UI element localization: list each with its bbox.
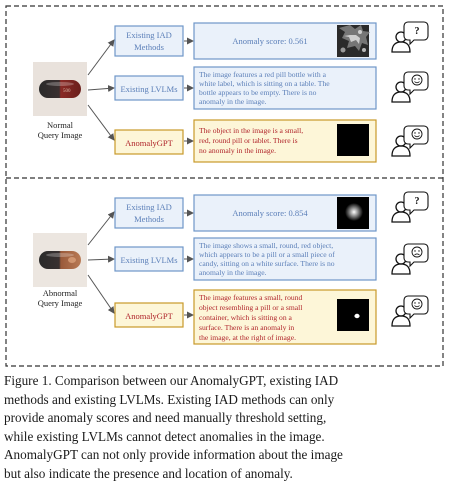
user-reaction-happy — [391, 71, 429, 103]
output-text: bottle appears to be empty. There is no — [199, 88, 317, 97]
method-box-anomalygpt — [114, 129, 184, 155]
anomaly-map-abnormal-iad — [337, 197, 369, 229]
abnormal-query-label-2: Query Image — [38, 298, 83, 308]
caption-line: provide anomaly scores and need manually… — [4, 410, 327, 426]
normal-query-label-1: Normal — [47, 120, 74, 130]
output-text: anomaly in the image. — [199, 97, 267, 106]
user-reaction-happy — [391, 125, 429, 157]
method-box-anomalygpt — [114, 302, 184, 328]
output-text: surface. There is an anomaly in — [199, 323, 294, 332]
question-mark-icon: ? — [415, 26, 420, 37]
method-label: Existing IAD — [126, 202, 172, 212]
method-box-iad — [114, 25, 184, 57]
svg-text:500: 500 — [63, 89, 71, 94]
normal-section: 500 Normal Query Image Existing IAD Meth… — [33, 22, 377, 163]
question-mark-icon: ? — [415, 196, 420, 207]
output-text: Anomaly score: 0.561 — [232, 36, 307, 46]
caption-line: AnomalyGPT can not only provide informat… — [4, 447, 343, 463]
output-text: The object in the image is a small, — [199, 126, 303, 135]
output-text: object resembling a pill or a small — [199, 303, 302, 312]
user-reaction-happy — [391, 295, 429, 327]
output-text: The image shows a small, round, red obje… — [199, 241, 333, 250]
output-text: the image, at the right of image. — [199, 333, 296, 342]
output-text: no anomaly in the image. — [199, 146, 276, 155]
method-label: Methods — [134, 42, 164, 52]
caption-line: while existing LVLMs cannot detect anoma… — [4, 428, 325, 444]
output-text: container, which is sitting on a — [199, 313, 293, 322]
method-label: Methods — [134, 214, 164, 224]
output-box-lvlm — [193, 237, 377, 281]
user-reaction-sad — [391, 243, 429, 275]
figure-frame — [5, 5, 444, 367]
method-box-lvlm — [114, 246, 184, 272]
abnormal-section: Abnormal Query Image Existing IAD Method… — [33, 194, 377, 345]
method-label: AnomalyGPT — [125, 311, 174, 321]
arrow — [87, 211, 115, 246]
user-reaction-neutral: ? — [391, 21, 429, 53]
output-text: Anomaly score: 0.854 — [232, 208, 308, 218]
smile-face-icon — [411, 298, 423, 310]
output-text: which appears to be a pill or a small pi… — [199, 250, 335, 259]
method-label: Existing LVLMs — [120, 255, 177, 265]
output-text: red, round pill or tablet. There is — [199, 136, 298, 145]
anomaly-map-normal-iad — [337, 25, 370, 57]
arrow — [87, 255, 115, 263]
arrow — [87, 274, 115, 314]
sad-face-icon — [411, 246, 423, 258]
caption-line: methods and existing LVLMs. Existing IAD… — [4, 391, 335, 407]
normal-query-image: 500 — [33, 62, 87, 116]
arrow — [87, 39, 115, 76]
method-label: Existing LVLMs — [120, 84, 177, 94]
arrow — [87, 84, 115, 92]
method-box-lvlm — [114, 75, 184, 101]
smile-face-icon — [411, 74, 423, 86]
user-reaction-neutral: ? — [391, 191, 429, 223]
method-label: Existing IAD — [126, 30, 172, 40]
caption-line: Figure 1. Comparison between our Anomaly… — [4, 373, 339, 388]
method-box-iad — [114, 197, 184, 229]
arrow — [87, 104, 115, 141]
anomaly-map-normal-gpt — [337, 124, 369, 156]
caption-line: but also indicate the presence and locat… — [4, 465, 293, 481]
output-box-lvlm — [193, 66, 377, 110]
output-text: white label, which is sitting on a table… — [199, 79, 330, 88]
method-label: AnomalyGPT — [125, 138, 174, 148]
smile-face-icon — [411, 128, 423, 140]
normal-query-label-2: Query Image — [38, 130, 83, 140]
output-text: anomaly in the image. — [199, 268, 267, 277]
figure-diagram: 500 Normal Query Image Existing IAD Meth… — [5, 5, 444, 367]
abnormal-query-label-1: Abnormal — [43, 288, 78, 298]
output-text: The image features a red pill bottle wit… — [199, 70, 327, 79]
output-text: The image features a small, round — [199, 293, 303, 302]
abnormal-query-image — [33, 233, 87, 287]
anomaly-map-abnormal-gpt — [337, 299, 369, 331]
output-text: candy, sitting on a white surface. There… — [199, 259, 335, 268]
figure-caption: Figure 1. Comparison between our Anomaly… — [4, 372, 445, 484]
